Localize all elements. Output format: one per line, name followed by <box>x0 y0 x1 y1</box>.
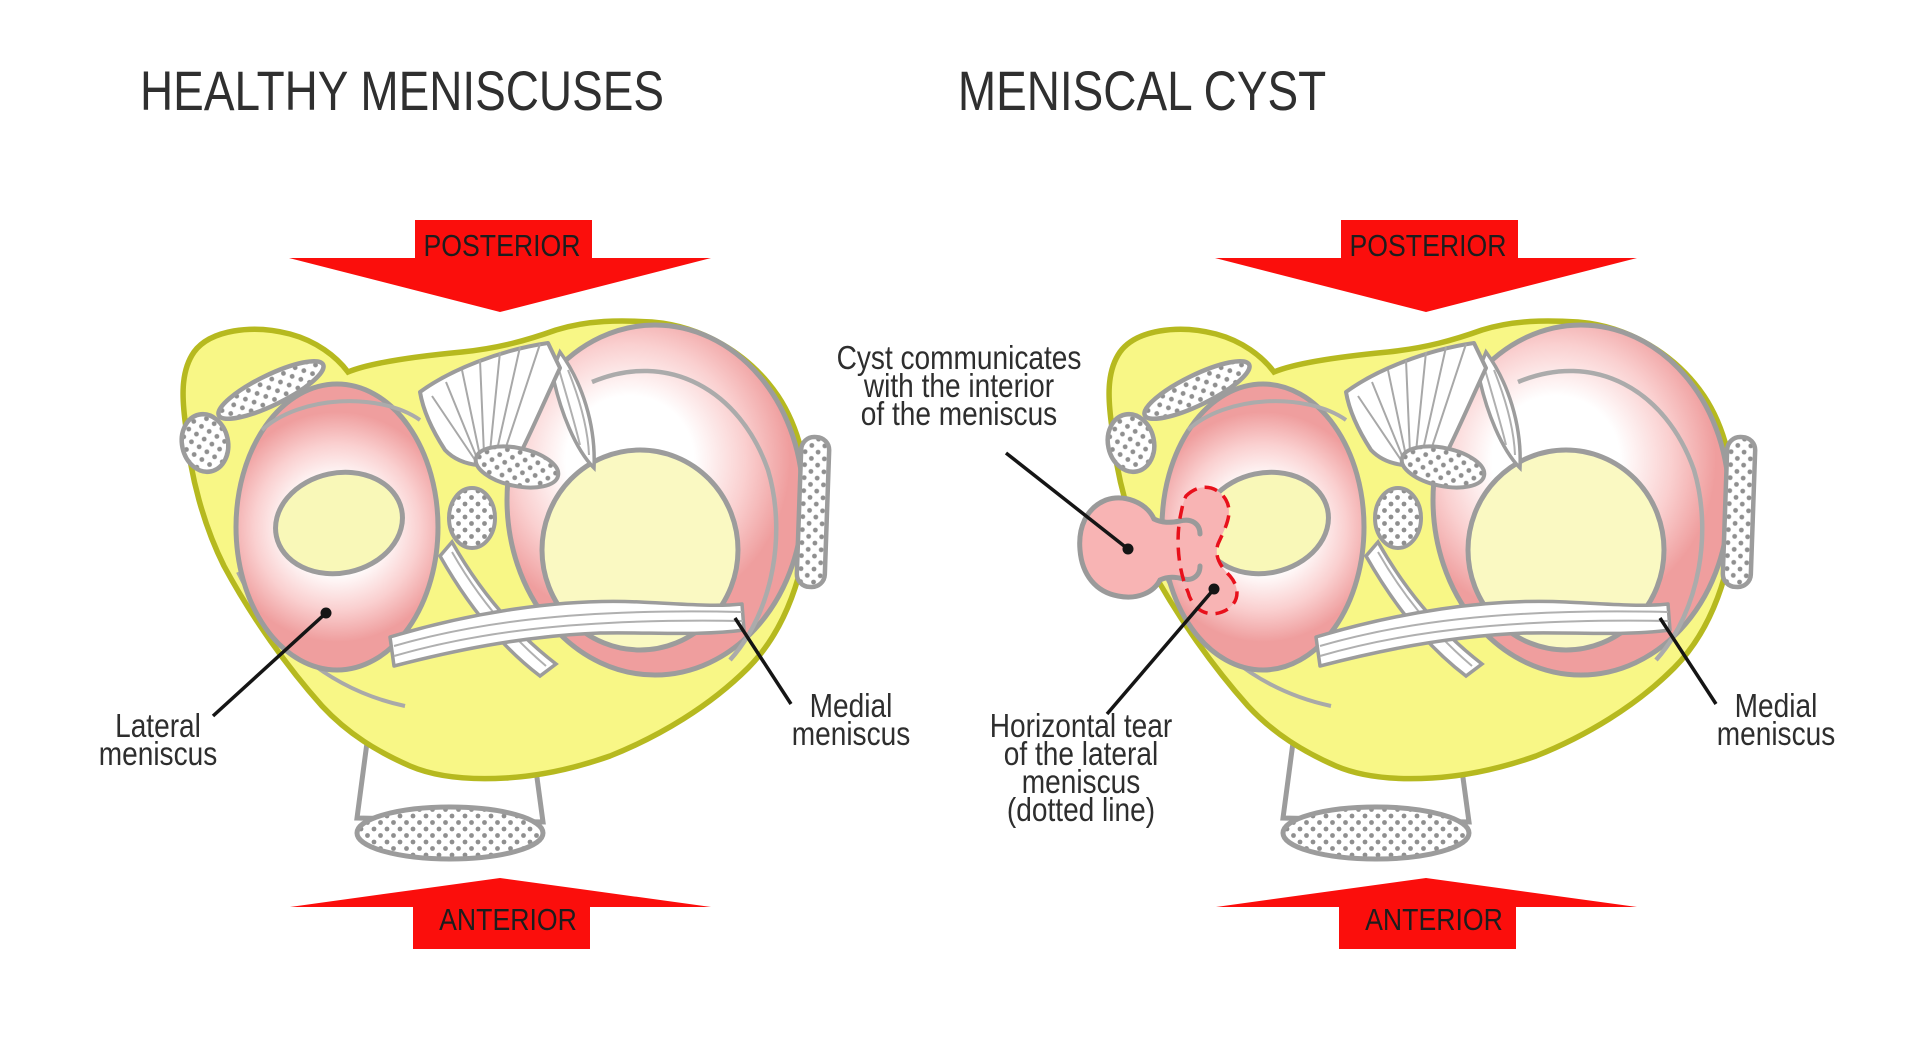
posterior-arrow-right <box>1215 220 1637 312</box>
medial-meniscus-leader-left <box>733 617 793 705</box>
cyst-leader <box>1004 451 1130 551</box>
tear-leader-dot <box>1208 583 1220 595</box>
medial-meniscus-left-line2: meniscus <box>791 715 911 752</box>
medial-meniscus-label-left: Medial meniscus <box>791 687 911 752</box>
lateral-meniscus-label-line2: meniscus <box>98 735 218 772</box>
tear-leader <box>1105 587 1216 716</box>
cyst-outline <box>1077 495 1203 600</box>
lateral-meniscus-leader <box>211 611 328 718</box>
cyst-label: Cyst communicates with the interior of t… <box>836 339 1082 432</box>
posterior-arrow-left <box>289 220 711 312</box>
tear-region-fill <box>1178 487 1237 614</box>
lateral-meniscus-label: Lateral meniscus <box>98 707 218 772</box>
tear-dashed-outline <box>1176 485 1239 616</box>
medial-meniscus-label-right: Medial meniscus <box>1716 687 1836 752</box>
medial-meniscus-left-line1: Medial <box>809 687 893 724</box>
anterior-arrow-right <box>1216 878 1637 949</box>
anterior-label-left: ANTERIOR <box>439 902 577 937</box>
right-panel-title: MENISCAL CYST <box>957 59 1327 122</box>
healthy-knee-illustration <box>176 321 829 859</box>
medial-meniscus-right-line2: meniscus <box>1716 715 1836 752</box>
medial-meniscus-leader-right <box>1658 617 1718 705</box>
leader-lines <box>211 451 1718 718</box>
tear-label-line3: meniscus <box>1021 763 1141 800</box>
lateral-meniscus-label-line1: Lateral <box>115 707 201 744</box>
left-panel-title: HEALTHY MENISCUSES <box>140 59 664 122</box>
tear-label-line4: (dotted line) <box>1006 791 1156 828</box>
tear-label-line2: of the lateral <box>1003 735 1159 772</box>
posterior-label-left: POSTERIOR <box>423 228 581 263</box>
lateral-meniscus-leader-dot <box>320 607 332 619</box>
anterior-label-right: ANTERIOR <box>1365 902 1503 937</box>
meniscal-cyst-group <box>1077 485 1239 616</box>
tear-label-line1: Horizontal tear <box>989 707 1173 744</box>
tear-label: Horizontal tear of the lateral meniscus … <box>989 707 1173 828</box>
cyst-label-line3: of the meniscus <box>860 395 1058 432</box>
cyst-label-line2: with the interior <box>863 367 1055 404</box>
cyst-label-line1: Cyst communicates <box>836 339 1082 376</box>
cyst-leader-dot <box>1122 543 1134 555</box>
anterior-arrow-left <box>290 878 711 949</box>
posterior-label-right: POSTERIOR <box>1349 228 1507 263</box>
medial-meniscus-right-line1: Medial <box>1734 687 1818 724</box>
